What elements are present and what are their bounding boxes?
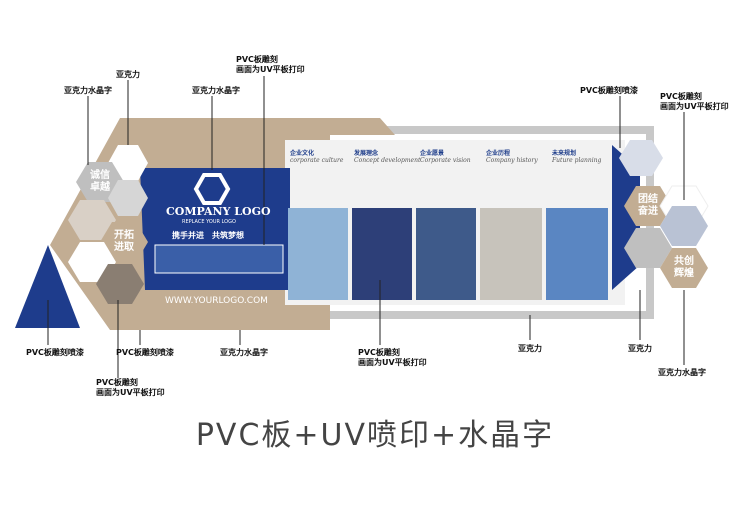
callout-right-pvc-paint: PVC板雕刻喷漆 — [580, 86, 638, 95]
panel-img-5 — [546, 208, 608, 300]
callout-top-left-crystal: 亚克力水晶字 — [64, 86, 112, 95]
hex-right-1 — [624, 186, 672, 226]
hex-left-1-label: 诚信 卓越 — [90, 170, 110, 193]
footer-caption: PVC板+UV喷印+水晶字 — [195, 418, 555, 453]
hex-right-gray — [624, 228, 672, 268]
panel-2-head: 发展理念 Concept development — [354, 150, 421, 164]
hex-right-photo — [660, 206, 708, 246]
panel-img-3 — [416, 208, 476, 300]
callout-bottom-center-pvc: PVC板雕刻 画面为UV平板打印 — [358, 348, 427, 367]
website-url: WWW.YOURLOGO.COM — [165, 296, 268, 306]
hex-left-2 — [100, 222, 148, 262]
slogan: 携手并进 共筑梦想 — [172, 231, 244, 240]
hex-right-2 — [660, 248, 708, 288]
callout-bottom-yakeli-1: 亚克力 — [518, 344, 542, 353]
hex-right-2-label: 共创 辉煌 — [674, 256, 694, 279]
panel-1-head: 企业文化 corporate culture — [290, 150, 344, 164]
panel-5-head: 未来规划 Future planning — [552, 150, 602, 164]
logo-hex-icon — [193, 173, 231, 205]
panel-img-1 — [288, 208, 348, 300]
callout-right-pvc: PVC板雕刻 画面为UV平板打印 — [660, 92, 729, 111]
hex-right-1-label: 团结 奋进 — [638, 194, 658, 217]
callout-bottom-yakeli-2: 亚克力 — [628, 344, 652, 353]
navy-triangle — [15, 245, 80, 328]
panel-img-4 — [480, 208, 542, 300]
hex-left-photo — [68, 200, 116, 240]
panel-img-2 — [352, 208, 412, 300]
company-logo-text: COMPANY LOGO — [166, 205, 271, 218]
callout-top-mid-crystal: 亚克力水晶字 — [192, 86, 240, 95]
hex-left-2-label: 开拓 进取 — [114, 230, 134, 253]
callout-top-yakeli: 亚克力 — [116, 70, 140, 79]
hex-left-photo2 — [96, 264, 144, 304]
replace-logo-text: REPLACE YOUR LOGO — [182, 219, 236, 225]
panel-3-head: 企业愿景 Corporate vision — [420, 150, 471, 164]
callout-bottom-left-paint: PVC板雕刻喷漆 — [26, 348, 84, 357]
city-photo-strip — [154, 244, 284, 274]
callout-bottom-crystal: 亚克力水晶字 — [220, 348, 268, 357]
panel-4-head: 企业历程 Company history — [486, 150, 538, 164]
hex-left-gray2 — [108, 180, 148, 216]
callout-top-pvc: PVC板雕刻 画面为UV平板打印 — [236, 55, 305, 74]
callout-bottom-right-crystal: 亚克力水晶字 — [658, 368, 706, 377]
callout-bottom-mid-paint: PVC板雕刻喷漆 — [116, 348, 174, 357]
hex-right-photo-top — [619, 140, 663, 176]
callout-bottom-pvc: PVC板雕刻 画面为UV平板打印 — [96, 378, 165, 397]
